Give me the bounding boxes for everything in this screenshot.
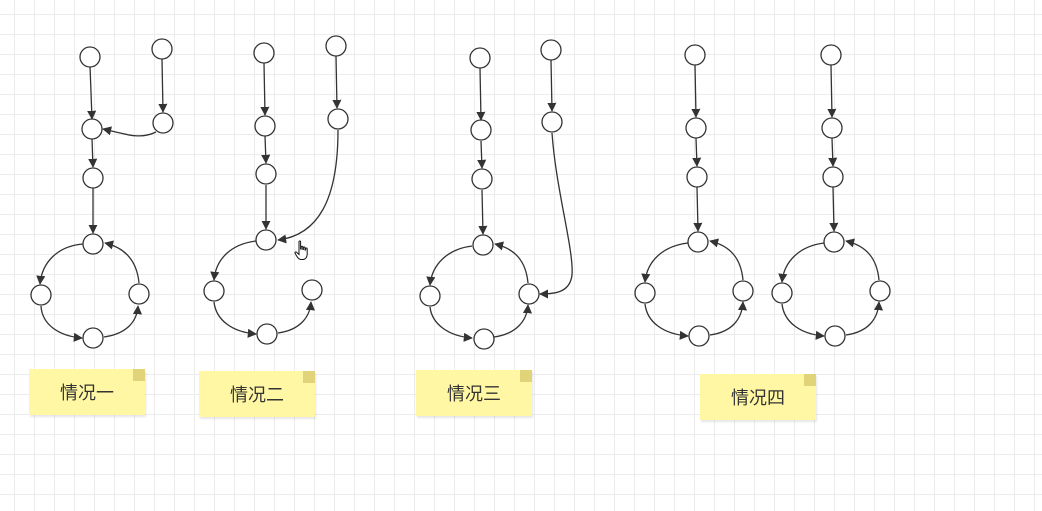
node [152, 112, 174, 134]
edge [332, 55, 342, 109]
edge [36, 243, 84, 285]
edge [494, 241, 529, 284]
node [540, 39, 562, 61]
edge [103, 305, 143, 338]
node [254, 115, 276, 137]
node [634, 282, 656, 304]
edge [845, 301, 884, 336]
note-scenario-2[interactable]: 情况二 [199, 371, 315, 417]
note-scenario-3[interactable]: 情况三 [416, 370, 532, 416]
node [81, 118, 103, 140]
node [301, 279, 323, 301]
edge [539, 132, 573, 299]
edge [87, 65, 97, 120]
edge [693, 186, 703, 232]
node [518, 283, 540, 305]
node [253, 42, 275, 64]
edge [709, 301, 748, 336]
edge [709, 238, 744, 281]
node [469, 47, 491, 69]
edge [104, 240, 140, 284]
note-scenario-1[interactable]: 情况一 [29, 369, 145, 415]
scenario-2 [203, 35, 349, 345]
hand-pointer-icon [294, 240, 308, 260]
edge [829, 186, 839, 232]
scenario-1 [30, 38, 174, 349]
scenario-4-right [771, 44, 891, 347]
note-fold [133, 369, 145, 381]
edge [778, 242, 825, 283]
edge [641, 242, 689, 283]
node [771, 282, 793, 304]
edge [260, 62, 270, 116]
edge [644, 303, 689, 340]
edge [828, 137, 838, 167]
note-scenario-4[interactable]: 情况四 [700, 374, 816, 420]
node [203, 280, 225, 302]
edge [88, 138, 98, 168]
node [82, 327, 104, 349]
node [684, 44, 706, 66]
note-fold [303, 371, 315, 383]
edge [493, 304, 533, 338]
edge [158, 58, 168, 113]
node [128, 283, 150, 305]
edge [827, 64, 837, 118]
edge [781, 303, 825, 340]
edge [261, 135, 271, 164]
note-fold [804, 374, 816, 386]
node [688, 325, 710, 347]
node [470, 119, 492, 141]
node [471, 168, 493, 190]
node [687, 231, 709, 253]
node [82, 167, 104, 189]
node [685, 117, 707, 139]
node [256, 323, 278, 345]
node [327, 108, 349, 130]
edge [40, 305, 83, 342]
node [686, 166, 708, 188]
edge [102, 126, 157, 137]
scenario-3 [419, 39, 573, 350]
node [822, 166, 844, 188]
edge [213, 301, 257, 338]
edge [845, 238, 880, 281]
edge [691, 64, 701, 118]
node [824, 325, 846, 347]
edge [476, 67, 486, 121]
node [473, 328, 495, 350]
edge [277, 129, 339, 244]
edge [478, 189, 488, 235]
node [732, 280, 754, 302]
note-label: 情况二 [230, 385, 284, 406]
node [869, 280, 891, 302]
edge [477, 140, 487, 169]
note-label: 情况四 [731, 388, 785, 409]
node [823, 231, 845, 253]
edge [210, 240, 257, 281]
node [255, 163, 277, 185]
edge [277, 301, 315, 334]
node [820, 44, 842, 66]
node [472, 234, 494, 256]
edge [692, 137, 702, 167]
edge [547, 59, 557, 112]
node [79, 46, 101, 68]
note-label: 情况三 [447, 384, 501, 405]
node [541, 111, 563, 133]
node [821, 117, 843, 139]
edge [426, 245, 473, 286]
note-fold [520, 370, 532, 382]
scenario-4-left [634, 44, 754, 347]
node [255, 229, 277, 251]
node [82, 233, 104, 255]
edge [429, 306, 473, 342]
node [419, 285, 441, 307]
node [30, 284, 52, 306]
note-label: 情况一 [60, 383, 114, 404]
node [325, 35, 347, 57]
node [151, 38, 173, 60]
